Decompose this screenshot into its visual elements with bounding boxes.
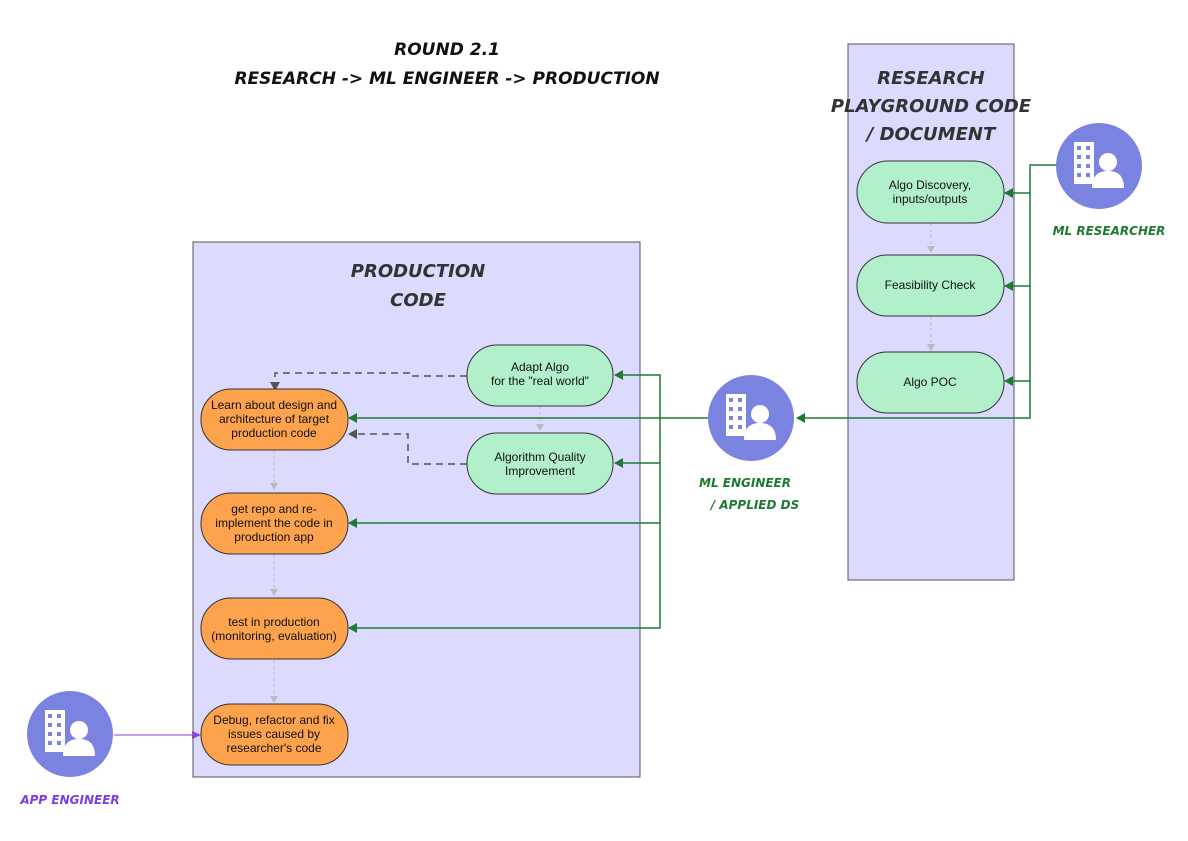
actor-ml-engineer-label-line2: / APPLIED DS bbox=[709, 498, 800, 512]
research-title-line1: RESEARCH bbox=[877, 68, 984, 89]
dashed-adapt-to-learn bbox=[270, 372, 467, 391]
actor-ml-engineer[interactable]: ML ENGINEER / APPLIED DS bbox=[699, 375, 799, 512]
node-debug-line1: Debug, refactor and fix bbox=[213, 713, 334, 727]
node-algo-discovery-line2: inputs/outputs bbox=[893, 192, 968, 206]
actor-app-engineer-label: APP ENGINEER bbox=[19, 793, 119, 807]
node-reimplement-line2: implement the code in bbox=[215, 516, 332, 530]
node-test-line1: test in production bbox=[228, 615, 319, 629]
node-quality-line2: Improvement bbox=[505, 464, 576, 478]
production-title-line2: CODE bbox=[390, 290, 446, 311]
node-reimplement[interactable]: get repo and re- implement the code in p… bbox=[200, 492, 349, 555]
node-learn-line2: architecture of target bbox=[219, 412, 330, 426]
node-quality-line1: Algorithm Quality bbox=[494, 450, 585, 464]
node-reimplement-line1: get repo and re- bbox=[231, 502, 316, 516]
node-algorithm-quality[interactable]: Algorithm Quality Improvement bbox=[466, 432, 614, 495]
node-algo-discovery-line1: Algo Discovery, bbox=[889, 178, 971, 192]
research-title-line3: / DOCUMENT bbox=[865, 124, 997, 145]
actor-ml-researcher[interactable]: ML RESEARCHER bbox=[1053, 123, 1166, 238]
production-title-line1: PRODUCTION bbox=[351, 261, 485, 282]
node-debug-line3: researcher's code bbox=[226, 741, 321, 755]
node-adapt-line2: for the "real world" bbox=[491, 374, 589, 388]
arrow-engineer-to-adapt bbox=[614, 370, 661, 418]
node-algo-poc-line1: Algo POC bbox=[903, 375, 957, 389]
node-debug-refactor[interactable]: Debug, refactor and fix issues caused by… bbox=[200, 703, 349, 766]
research-title-line2: PLAYGROUND CODE bbox=[831, 96, 1032, 117]
node-learn-line3: production code bbox=[231, 426, 317, 440]
node-test-line2: (monitoring, evaluation) bbox=[211, 629, 336, 643]
diagram-title-line2: RESEARCH -> ML ENGINEER -> PRODUCTION bbox=[234, 69, 659, 89]
node-learn-line1: Learn about design and bbox=[211, 398, 337, 412]
dashed-quality-to-learn bbox=[348, 429, 467, 465]
node-reimplement-line3: production app bbox=[234, 530, 314, 544]
node-learn-design[interactable]: Learn about design and architecture of t… bbox=[200, 388, 349, 451]
arrow-engineer-to-test bbox=[348, 523, 661, 633]
actor-ml-engineer-label-line1: ML ENGINEER bbox=[699, 476, 791, 490]
actor-ml-researcher-label: ML RESEARCHER bbox=[1053, 224, 1166, 238]
arrow-researcher-to-discovery bbox=[1004, 164, 1057, 198]
node-test-production[interactable]: test in production (monitoring, evaluati… bbox=[200, 597, 349, 660]
diagram-title-line1: ROUND 2.1 bbox=[394, 40, 500, 60]
node-feasibility-check[interactable]: Feasibility Check bbox=[856, 254, 1005, 317]
node-algo-poc[interactable]: Algo POC bbox=[856, 351, 1005, 414]
node-debug-line2: issues caused by bbox=[228, 727, 320, 741]
node-feasibility-line1: Feasibility Check bbox=[885, 278, 977, 292]
actor-app-engineer[interactable]: APP ENGINEER bbox=[19, 691, 120, 807]
node-adapt-line1: Adapt Algo bbox=[511, 360, 569, 374]
node-adapt-algo[interactable]: Adapt Algo for the "real world" bbox=[466, 344, 614, 407]
node-algo-discovery[interactable]: Algo Discovery, inputs/outputs bbox=[856, 160, 1005, 224]
arrow-researcher-to-engineer bbox=[796, 381, 1031, 423]
